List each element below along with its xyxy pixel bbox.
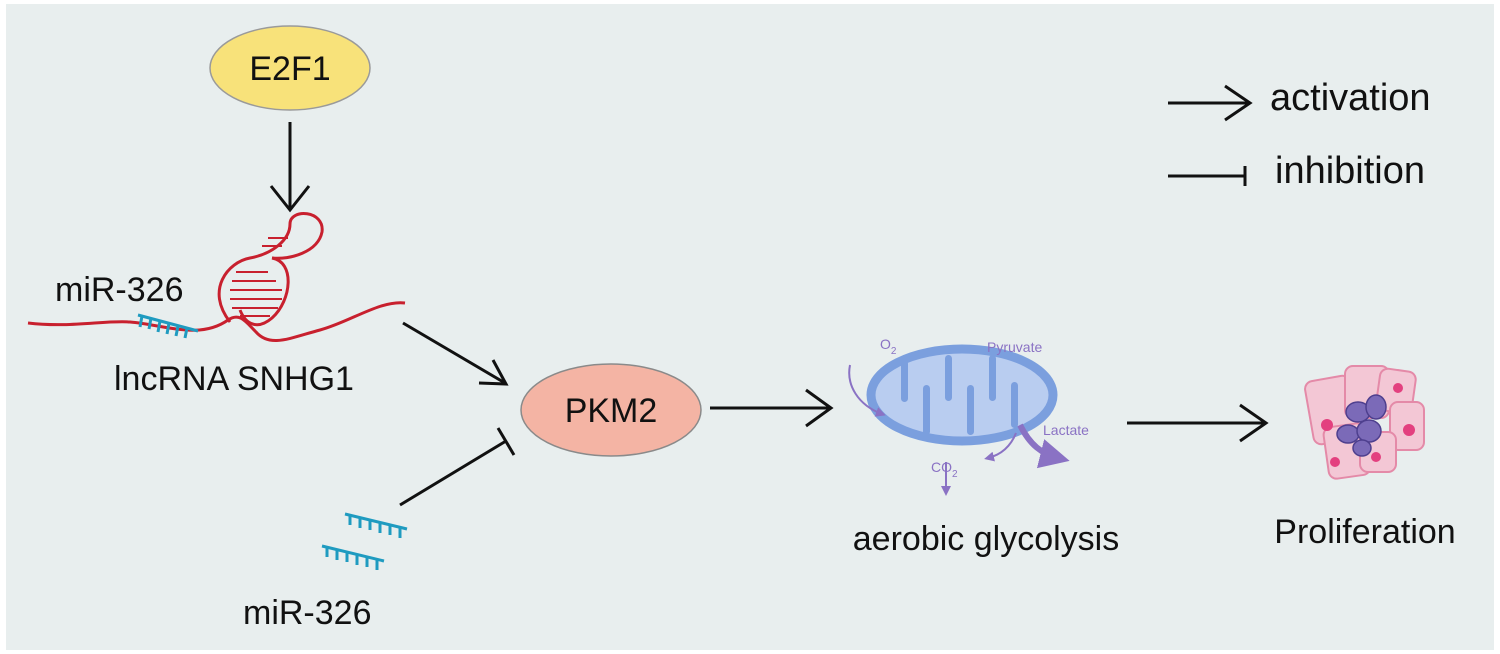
arrow-glycolysis-to-proliferation [1127,403,1269,443]
co2-label: CO2 [931,459,958,480]
e2f1-ellipse [209,25,371,111]
mir326-top-label: miR-326 [55,271,183,309]
lncrna-label: lncRNA SNHG1 [114,360,354,398]
legend: activation inhibition [1168,77,1431,192]
mitochondrion-icon [848,344,1070,496]
lncrna-strand [27,212,406,342]
proliferating-cells-icon [1304,365,1425,480]
pkm2-node: PKM2 [520,363,702,457]
mirna-bound-to-lncrna [137,313,199,339]
pyruvate-label: Pyruvate [987,339,1042,355]
lactate-label: Lactate [1043,422,1089,438]
mir326-bottom-label: miR-326 [243,594,371,632]
metabolite-labels: O2 Pyruvate Lactate CO2 [880,336,1089,480]
legend-inhibition-bar [1168,166,1247,186]
pkm2-label: PKM2 [565,392,658,430]
free-mirna-strands [321,512,408,570]
arrow-pkm2-to-glycolysis [710,388,834,428]
inhibition-mirna-to-pkm2 [399,427,516,507]
arrow-lncrna-to-pkm2 [402,321,509,386]
o2-label: O2 [880,336,897,357]
pkm2-ellipse [520,363,702,457]
proliferation-label: Proliferation [1274,513,1455,551]
arrow-e2f1-to-lncrna [269,122,311,213]
legend-activation-arrow [1168,84,1253,122]
legend-inhibition-label: inhibition [1275,150,1425,192]
e2f1-label: E2F1 [249,50,330,88]
legend-activation-label: activation [1270,77,1431,119]
glycolysis-label: aerobic glycolysis [853,520,1119,558]
background [6,4,1494,650]
e2f1-node: E2F1 [209,25,371,111]
